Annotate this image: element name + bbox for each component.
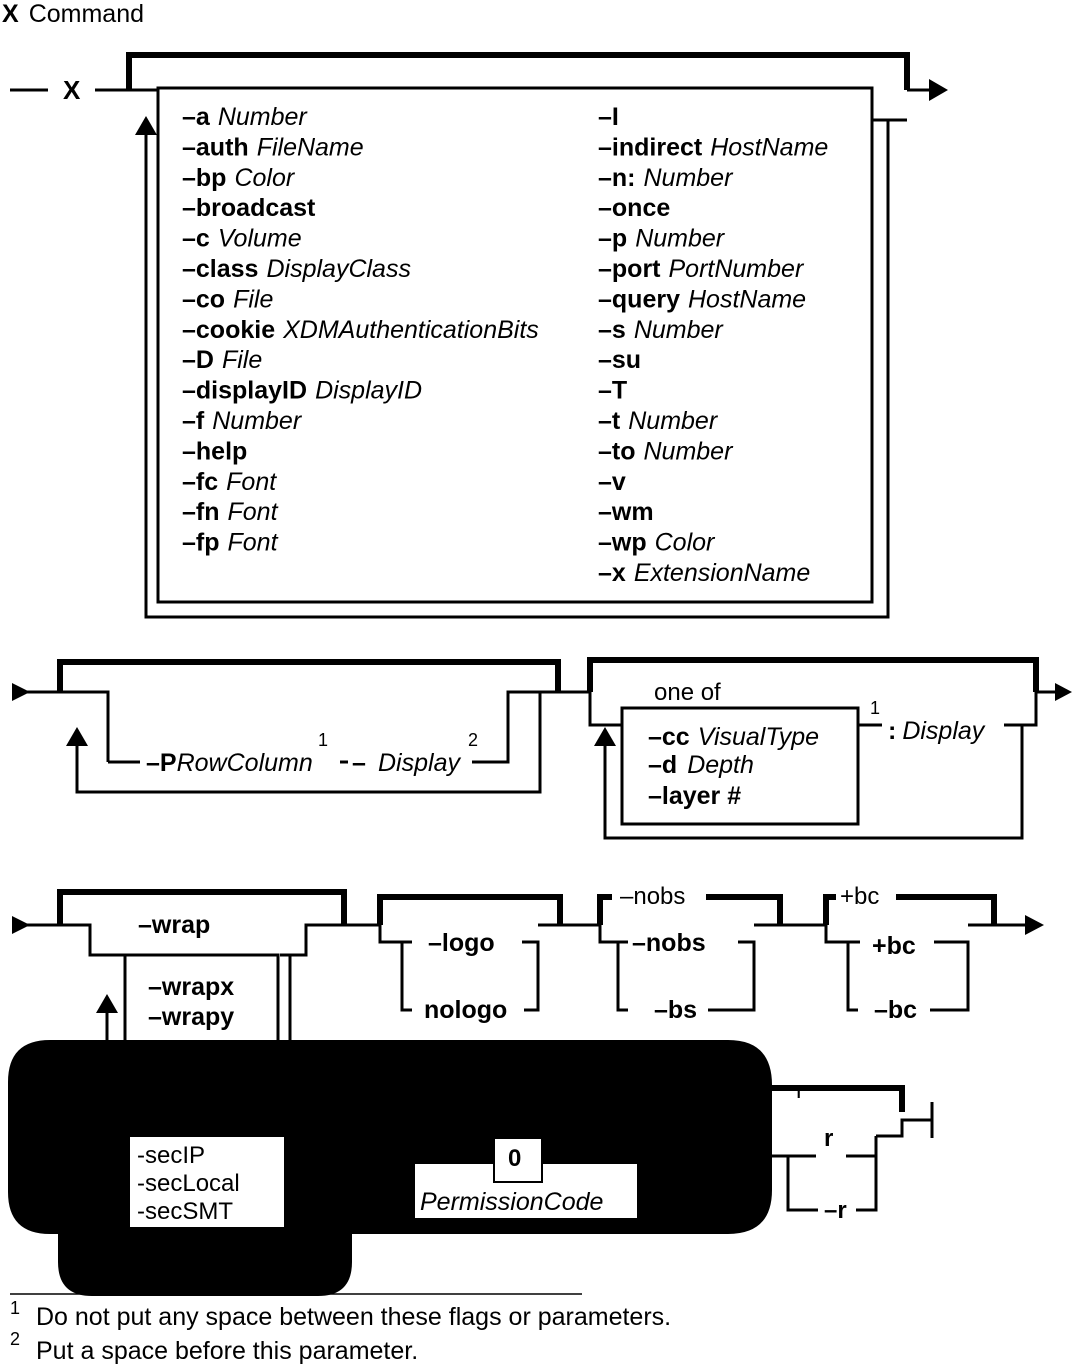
bc-minus-option: –bc	[874, 996, 917, 1024]
arrow-up-icon	[135, 116, 157, 135]
bc-plus-option: +bc	[872, 932, 916, 960]
flag-option: –once	[598, 194, 670, 222]
arrow-right-icon	[1055, 683, 1072, 701]
p-flag: –PRowColumn	[146, 749, 313, 777]
command-name: X	[63, 75, 81, 105]
arrow-right-icon	[12, 683, 30, 701]
nologo-option: nologo	[424, 996, 507, 1024]
p-repeat-loop	[75, 692, 542, 794]
flag-option: –su	[598, 346, 641, 374]
flag-option: –v	[598, 468, 626, 496]
flags-list-box	[156, 86, 874, 604]
layer-option: –layer #	[648, 782, 741, 810]
bc-default: +bc	[840, 883, 879, 910]
logo-option: –logo	[428, 929, 495, 957]
arrow-right-icon	[1025, 915, 1044, 935]
wrap-default: –wrap	[138, 911, 210, 939]
colon-display: :Display	[888, 717, 986, 745]
nobs-default: –nobs	[620, 883, 685, 910]
permission-default-box	[493, 1137, 543, 1183]
arrow-up-icon	[96, 994, 118, 1013]
flag-option: –help	[182, 437, 247, 465]
section-1-flags	[10, 52, 932, 619]
redaction-blob	[8, 1040, 772, 1296]
sec-smt-flag: -secSMT	[137, 1198, 233, 1225]
arrow-up-icon	[66, 727, 88, 746]
one-of-label: one of	[654, 679, 721, 706]
permission-default: 0	[508, 1145, 521, 1172]
flag-option: –broadcast	[182, 194, 316, 222]
flag-option: –T	[598, 377, 627, 405]
flag-option: –wm	[598, 498, 654, 526]
sec-ip-flag: -secIP	[137, 1142, 205, 1169]
footnote-1-number: 1	[10, 1298, 20, 1318]
one-of-box	[620, 706, 860, 826]
dash-separator: –	[352, 749, 366, 777]
wrapy-option: –wrapy	[148, 1003, 234, 1031]
footnote-ref-1: 1	[870, 698, 880, 718]
repeat-loop-line	[144, 120, 890, 619]
one-of-repeat-loop	[603, 725, 1024, 840]
r-option: r	[824, 1125, 833, 1152]
wrapx-option: –wrapx	[148, 973, 234, 1001]
footnote-ref-2: 2	[468, 730, 478, 750]
bypass-line	[126, 52, 910, 90]
section-2-pixel-options	[22, 657, 1058, 840]
r-minus-option: –r	[824, 1197, 847, 1224]
footnote-1-text: Do not put any space between these flags…	[36, 1303, 671, 1331]
bs-option: –bs	[654, 996, 697, 1024]
sec-local-flag: -secLocal	[137, 1170, 240, 1197]
arrow-up-icon	[594, 727, 616, 746]
nobs-option: –nobs	[632, 929, 706, 957]
arrow-right-icon	[929, 79, 948, 101]
footnote-ref-1: 1	[318, 730, 328, 750]
flag-option: –I	[598, 103, 619, 131]
flag-option: –n:Number	[598, 164, 734, 192]
permission-code: PermissionCode	[420, 1188, 603, 1216]
footnote-2-number: 2	[10, 1329, 20, 1349]
sec-flags-box	[130, 1137, 284, 1227]
display-param: Display	[378, 749, 461, 777]
footnote-2-text: Put a space before this parameter.	[36, 1337, 418, 1365]
r-default: r	[796, 1077, 804, 1104]
arrow-right-icon	[12, 916, 30, 934]
